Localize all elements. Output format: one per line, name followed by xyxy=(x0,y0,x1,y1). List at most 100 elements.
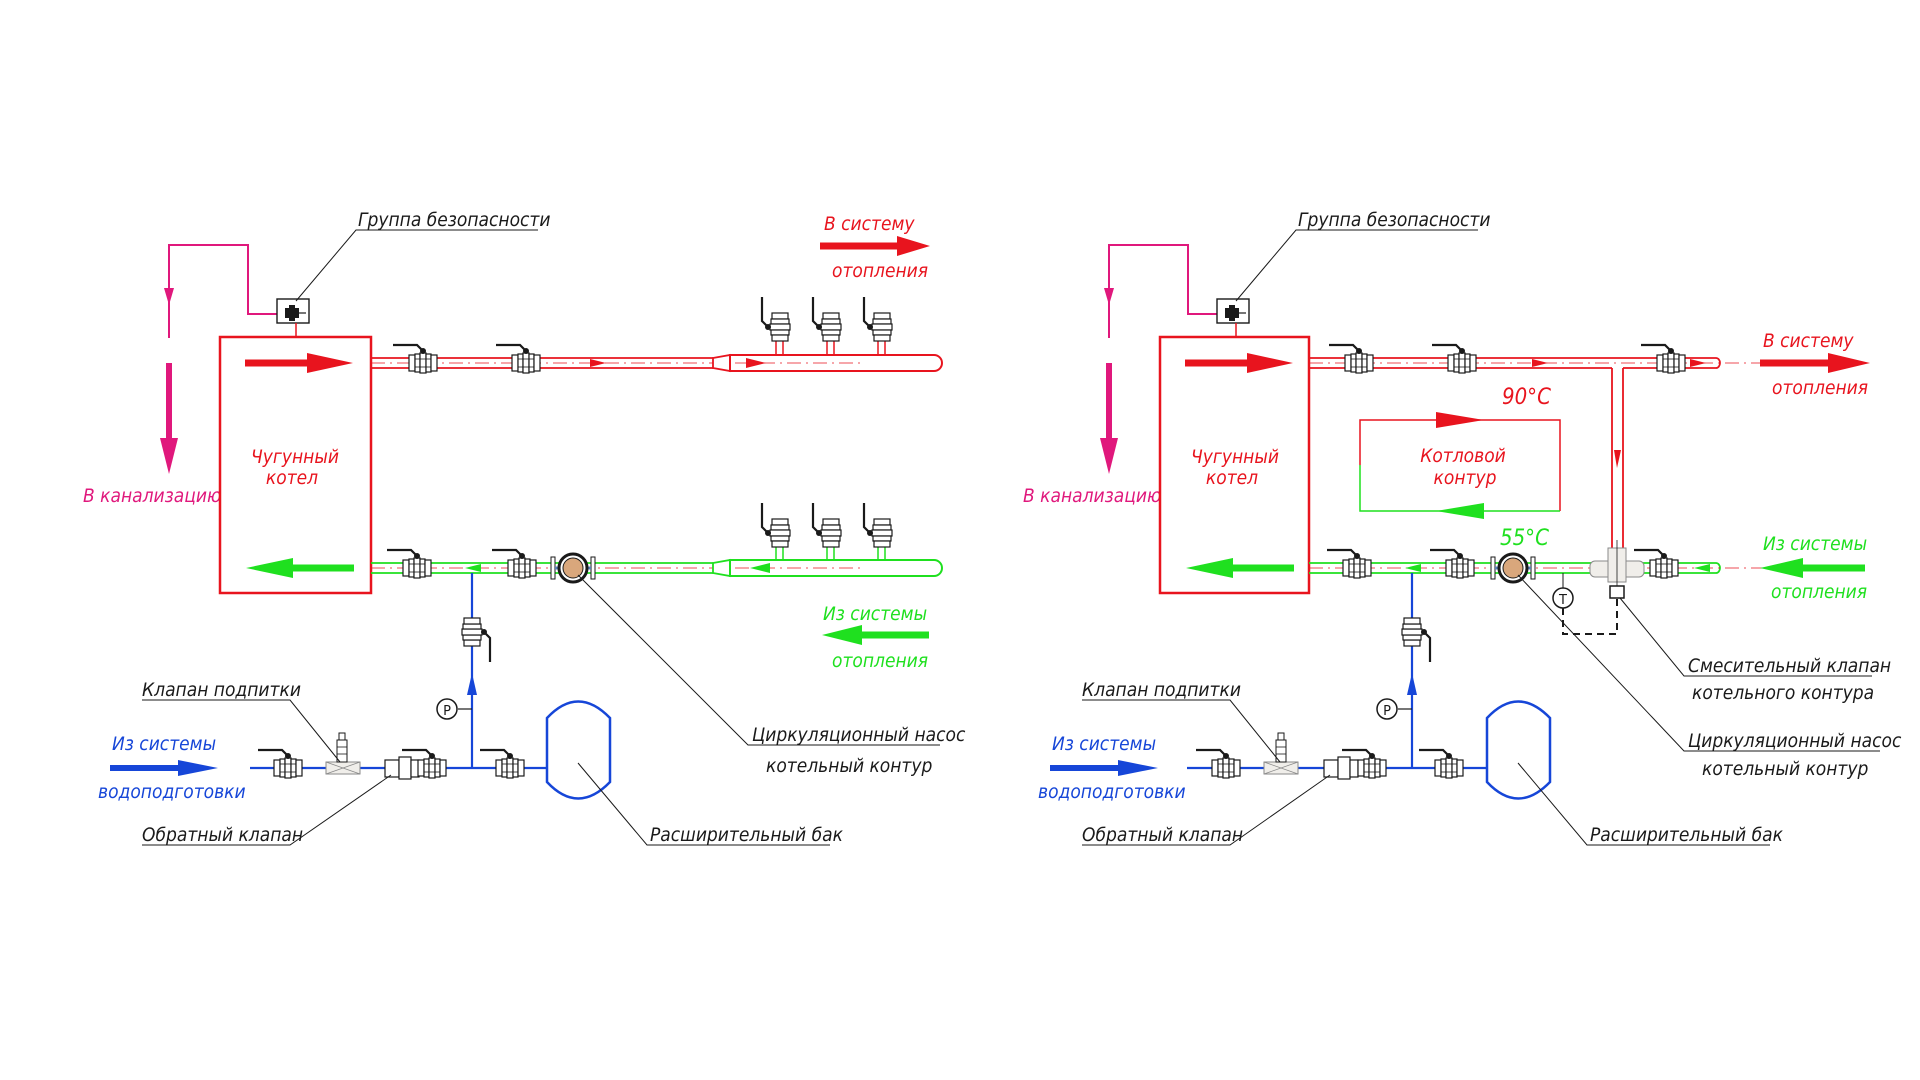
boiler[interactable] xyxy=(218,335,373,595)
expansion-tank-leader xyxy=(1517,762,1770,846)
from-heating-label-line1: Из системы xyxy=(1763,533,1867,555)
drain-label: В канализацию xyxy=(83,485,221,507)
pump-label-line1: Циркуляционный насос xyxy=(1688,730,1902,752)
mixing-valve-leader xyxy=(1619,597,1872,677)
makeup-valve-leader xyxy=(1082,699,1281,763)
from-heating-label-line2: отопления xyxy=(832,650,928,672)
from-water-label-line1: Из системы xyxy=(112,733,216,755)
makeup-valve[interactable] xyxy=(325,732,361,775)
makeup-valve-leader xyxy=(142,699,341,763)
check-valve[interactable] xyxy=(1323,756,1359,780)
to-heating-label-line2: отопления xyxy=(832,260,928,282)
boiler-supply-arrow-icon xyxy=(1247,353,1293,373)
return-manifold-valve-3[interactable] xyxy=(862,501,894,549)
return-pipe xyxy=(371,545,943,578)
boiler-label-line1: Чугунный xyxy=(251,446,339,468)
drain-arrow-icon xyxy=(1100,438,1118,474)
drain-arrow-icon xyxy=(160,438,178,474)
to-heating-label-line1: В систему xyxy=(824,213,915,235)
makeup-line xyxy=(1187,573,1487,770)
makeup-flow-arrow-icon xyxy=(467,673,477,695)
supply-manifold-valve-2[interactable] xyxy=(811,295,843,343)
circulation-pump[interactable] xyxy=(549,552,597,584)
boiler-label-line2: котел xyxy=(266,467,318,489)
makeup-inlet-ball-valve[interactable] xyxy=(256,748,304,780)
makeup-vertical-valve[interactable] xyxy=(1400,616,1432,664)
return-manifold xyxy=(729,559,943,577)
check-valve-leader xyxy=(1082,774,1331,846)
mixing-valve-label-line2: котельного контура xyxy=(1692,682,1874,704)
safety-group-label: Группа безопасности xyxy=(358,209,551,231)
pressure-gauge[interactable]: P xyxy=(436,698,458,720)
boiler-label-line2: котел xyxy=(1206,467,1258,489)
return-pipe xyxy=(1309,562,1790,574)
safety-valve-icon xyxy=(285,305,299,321)
from-water-label-line2: водоподготовки xyxy=(98,781,246,803)
from-water-label-line1: Из системы xyxy=(1052,733,1156,755)
return-manifold-valve-2[interactable] xyxy=(811,501,843,549)
check-valve-label: Обратный клапан xyxy=(1082,824,1243,846)
pump-label-line2: котельный контур xyxy=(766,755,932,777)
circulation-pump[interactable] xyxy=(1489,552,1537,584)
makeup-valve[interactable] xyxy=(1263,732,1299,775)
mixing-valve-label-line1: Смесительный клапан xyxy=(1688,655,1891,677)
boiler-loop-label-line2: контур xyxy=(1434,467,1497,489)
safety-valve-icon xyxy=(1225,305,1239,321)
drain-label: В канализацию xyxy=(1023,485,1161,507)
pump-leader xyxy=(577,574,940,746)
boiler-supply-arrow-icon xyxy=(307,353,353,373)
supply-manifold xyxy=(729,354,943,372)
makeup-valve-label: Клапан подпитки xyxy=(1082,679,1241,701)
drain-line xyxy=(160,244,307,474)
return-temperature: 55°С xyxy=(1500,526,1549,551)
pump-label-line2: котельный контур xyxy=(1702,758,1868,780)
pump-label-line1: Циркуляционный насос xyxy=(752,724,966,746)
check-valve-leader xyxy=(142,774,392,846)
drain-line xyxy=(1100,244,1247,474)
supply-manifold-valve-3[interactable] xyxy=(862,295,894,343)
tank-ball-valve[interactable] xyxy=(478,748,526,780)
safety-group-leader xyxy=(1235,229,1478,302)
safety-group[interactable] xyxy=(276,298,310,337)
expansion-tank-leader xyxy=(577,762,830,846)
to-heating-label-line2: отопления xyxy=(1772,377,1868,399)
from-heating-arrow-icon xyxy=(1760,558,1803,578)
loop-return-arrow-icon xyxy=(1436,503,1484,519)
safety-group[interactable] xyxy=(1216,298,1250,337)
to-heating-label-line1: В систему xyxy=(1763,330,1854,352)
drain-flow-arrow-icon xyxy=(164,288,174,305)
pressure-gauge-label: P xyxy=(443,704,451,719)
return-manifold-valve-1[interactable] xyxy=(760,501,792,549)
boiler[interactable] xyxy=(1158,335,1311,595)
to-heating-arrow-icon xyxy=(1828,353,1870,373)
from-water-arrow-icon xyxy=(1118,760,1158,776)
makeup-line xyxy=(250,573,547,770)
mixing-valve[interactable] xyxy=(1589,540,1645,599)
safety-group-leader xyxy=(295,229,538,302)
pressure-gauge[interactable]: P xyxy=(1376,698,1398,720)
from-heating-label-line1: Из системы xyxy=(823,603,927,625)
thermometer-label: T xyxy=(1558,593,1567,608)
supply-manifold-valve-1[interactable] xyxy=(760,295,792,343)
makeup-inlet-ball-valve[interactable] xyxy=(1194,748,1242,780)
control-line xyxy=(1562,598,1618,635)
check-valve[interactable] xyxy=(384,756,420,780)
from-water-label-line2: водоподготовки xyxy=(1038,781,1186,803)
boiler-label-line1: Чугунный xyxy=(1191,446,1279,468)
makeup-valve-label: Клапан подпитки xyxy=(142,679,301,701)
from-heating-arrow-icon xyxy=(822,625,862,645)
expansion-tank[interactable] xyxy=(545,700,612,800)
boiler-loop-indicator xyxy=(1359,412,1561,519)
supply-pipe xyxy=(371,340,943,373)
from-heating-label-line2: отопления xyxy=(1771,581,1867,603)
diagram-right: В канализацию Группа безопасности Чугунн… xyxy=(1023,209,1902,846)
expansion-tank-label: Расширительный бак xyxy=(650,824,844,846)
thermometer[interactable]: T xyxy=(1552,573,1574,609)
tank-ball-valve[interactable] xyxy=(1417,748,1465,780)
check-valve-label: Обратный клапан xyxy=(142,824,303,846)
makeup-vertical-valve[interactable] xyxy=(460,616,492,664)
loop-supply-arrow-icon xyxy=(1436,412,1484,428)
expansion-tank[interactable] xyxy=(1485,700,1552,800)
diagram-left: В канализацию Группа безопасности Чугунн… xyxy=(83,209,966,846)
